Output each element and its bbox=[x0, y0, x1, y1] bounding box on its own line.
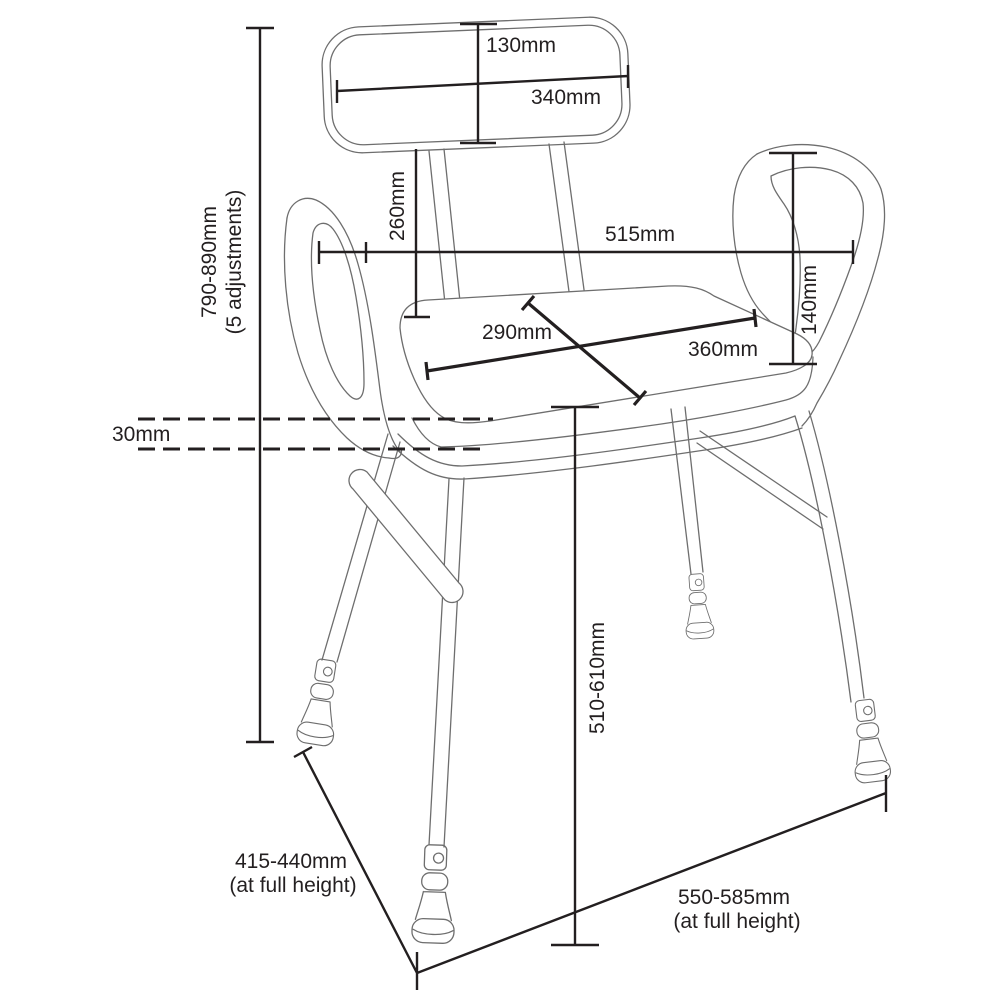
dim-seat-depth: 290mm bbox=[482, 294, 648, 407]
foot-front-left bbox=[410, 843, 458, 945]
dim-seat-width: 360mm bbox=[424, 308, 758, 381]
dim-base-depth-label: 415-440mm bbox=[235, 850, 347, 873]
dim-armrest-height: 140mm bbox=[769, 151, 821, 366]
dim-armrest-span: 515mm bbox=[317, 223, 855, 264]
dim-backrest-width-label: 340mm bbox=[531, 86, 601, 109]
dim-seat-width-label: 360mm bbox=[688, 338, 758, 361]
dim-backrest-drop-label: 260mm bbox=[386, 171, 409, 241]
dim-backrest-width: 340mm bbox=[335, 65, 630, 109]
left-brace bbox=[348, 468, 464, 604]
under-seat-rails bbox=[392, 415, 803, 480]
dim-overall-height: 790-890mm (5 adjustments) bbox=[198, 26, 274, 744]
foot-back-right bbox=[681, 572, 715, 640]
dim-overall-height-label: 790-890mm bbox=[198, 206, 221, 318]
dim-seat-height: 510-610mm bbox=[551, 405, 609, 947]
dim-base-width-label: 550-585mm bbox=[678, 886, 790, 909]
dim-backrest-drop: 260mm bbox=[386, 149, 430, 319]
foot-front-right bbox=[845, 697, 893, 785]
dim-seat-height-label: 510-610mm bbox=[586, 622, 609, 734]
dim-base-width: 550-585mm (at full height) bbox=[416, 775, 888, 975]
dim-armrest-height-label: 140mm bbox=[798, 265, 821, 335]
dim-backrest-height-label: 130mm bbox=[486, 34, 556, 57]
dim-seat-increment: 30mm bbox=[112, 417, 493, 451]
dim-seat-depth-label: 290mm bbox=[482, 321, 552, 344]
dim-base-depth-note: (at full height) bbox=[229, 874, 356, 897]
dim-seat-increment-label: 30mm bbox=[112, 423, 170, 446]
seat bbox=[399, 285, 814, 448]
dim-overall-height-note: (5 adjustments) bbox=[223, 190, 246, 335]
right-brace bbox=[699, 430, 828, 518]
foot-back-left bbox=[295, 656, 346, 748]
dim-base-depth: 415-440mm (at full height) bbox=[229, 745, 419, 990]
chair-illustration bbox=[283, 16, 893, 945]
dim-base-width-note: (at full height) bbox=[673, 910, 800, 933]
legs bbox=[321, 406, 865, 848]
dim-armrest-span-label: 515mm bbox=[605, 223, 675, 246]
cross-braces bbox=[348, 430, 828, 604]
backrest-posts bbox=[428, 141, 586, 314]
left-armrest bbox=[283, 197, 403, 460]
